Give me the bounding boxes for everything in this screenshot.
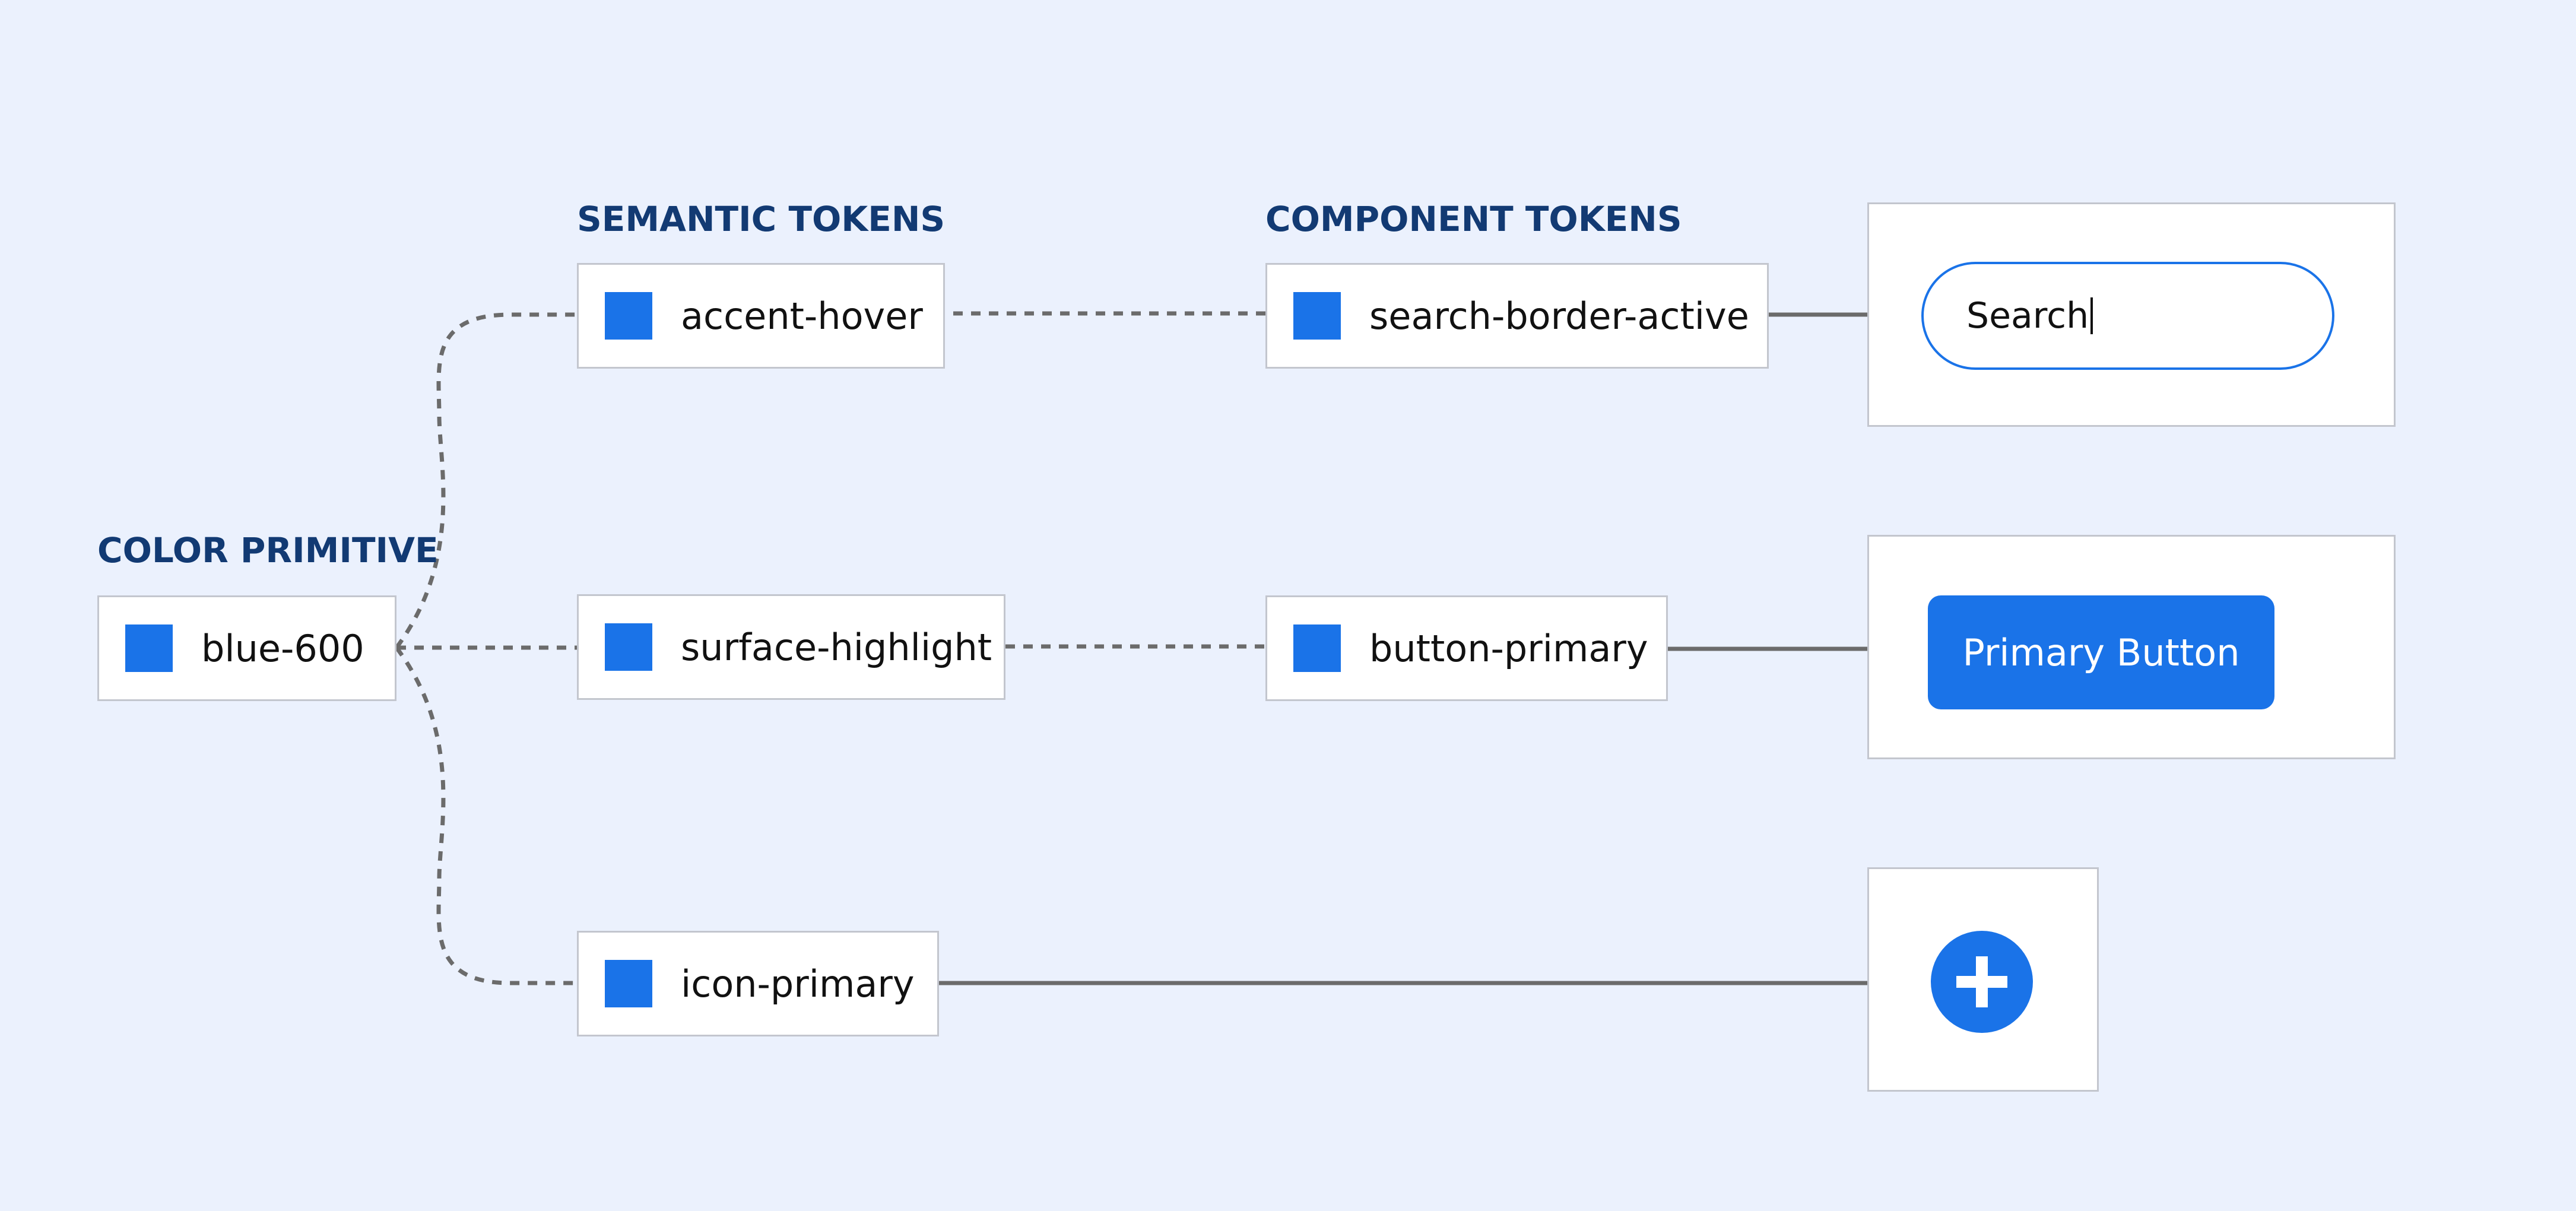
token-component-button-primary[interactable]: button-primary: [1265, 595, 1668, 701]
heading-component-tokens: COMPONENT TOKENS: [1265, 199, 1682, 239]
token-label: icon-primary: [681, 962, 915, 1006]
heading-semantic-tokens: SEMANTIC TOKENS: [577, 199, 946, 239]
plus-icon[interactable]: [1931, 931, 2033, 1033]
token-label: search-border-active: [1369, 294, 1749, 338]
token-semantic-surface-highlight[interactable]: surface-highlight: [577, 594, 1005, 700]
color-swatch: [605, 292, 652, 340]
connector-primitive-accent-hover: [395, 312, 577, 649]
token-label: surface-highlight: [681, 625, 992, 669]
token-label: accent-hover: [681, 294, 923, 338]
color-swatch: [1293, 624, 1341, 672]
preview-icon: [1867, 867, 2099, 1092]
token-component-search-border-active[interactable]: search-border-active: [1265, 263, 1769, 369]
preview-search-input: Search: [1867, 202, 2396, 427]
search-input-value: Search: [1966, 295, 2089, 337]
preview-primary-button: Primary Button: [1867, 535, 2396, 759]
token-label: blue-600: [201, 626, 364, 670]
primary-button[interactable]: Primary Button: [1928, 595, 2274, 709]
color-swatch: [1293, 292, 1341, 340]
token-semantic-icon-primary[interactable]: icon-primary: [577, 931, 939, 1036]
text-caret: [2090, 297, 2093, 334]
token-primitive-blue-600[interactable]: blue-600: [97, 595, 396, 701]
search-input[interactable]: Search: [1921, 262, 2334, 370]
color-swatch: [605, 623, 652, 671]
token-label: button-primary: [1369, 626, 1648, 670]
color-swatch: [605, 960, 652, 1007]
heading-color-primitive: COLOR PRIMITIVE: [97, 530, 439, 570]
connector-primitive-icon-primary: [395, 646, 577, 985]
color-swatch: [125, 624, 173, 672]
token-semantic-accent-hover[interactable]: accent-hover: [577, 263, 945, 369]
